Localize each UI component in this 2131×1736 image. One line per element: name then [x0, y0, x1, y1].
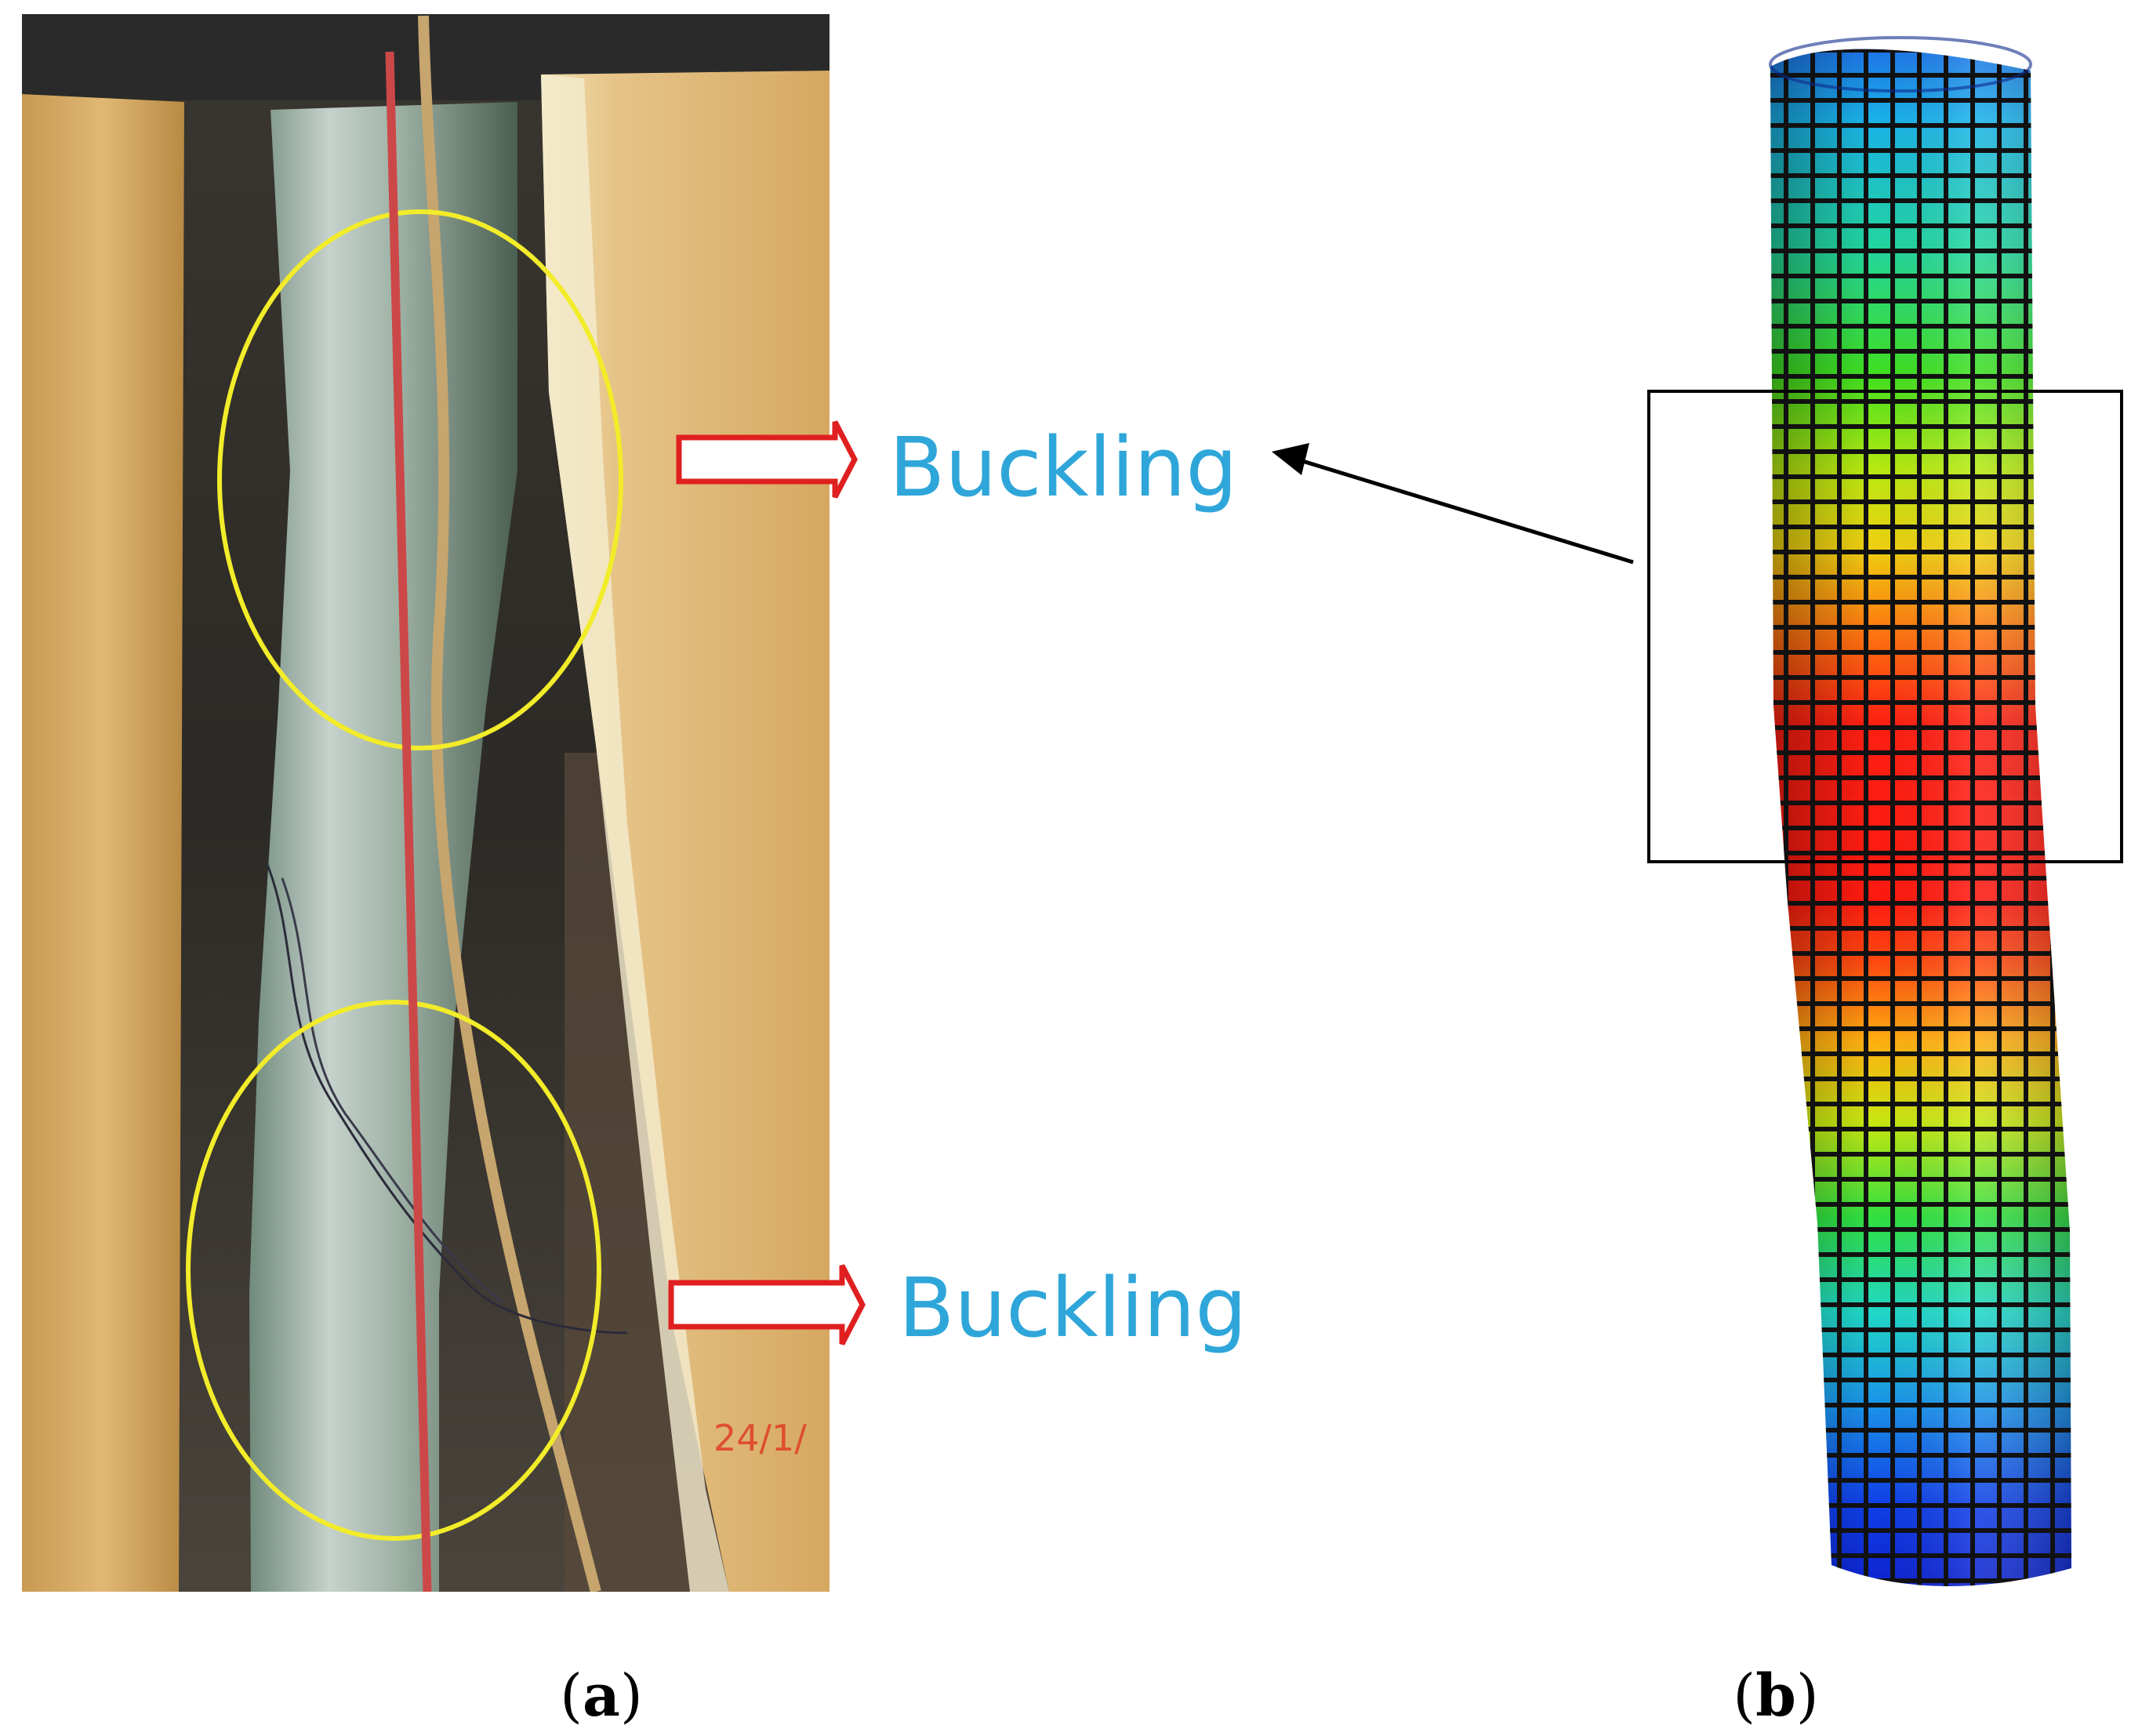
left-wood-beam [22, 94, 184, 1592]
panel-label-b: (b) [1733, 1662, 1819, 1730]
callout-buckling-upper: Buckling [676, 419, 1237, 515]
fe-mesh-grid [1770, 49, 2071, 1587]
photo-date-stamp: 24/1/ [713, 1417, 807, 1459]
buckling-label-upper: Buckling [889, 419, 1237, 515]
gfrp-tube-specimen [249, 102, 517, 1592]
buckling-zone-ellipse-upper [217, 209, 623, 750]
zoom-arrow-line [1291, 456, 1634, 565]
panel-b-fe-model [1272, 36, 2123, 1587]
vertical-reference-line [385, 51, 432, 1592]
panel-label-a: (a) [560, 1662, 643, 1730]
callout-arrow-upper [676, 420, 858, 499]
zoom-arrow-head [1272, 443, 1309, 475]
callout-arrow-lower [668, 1264, 866, 1346]
right-wood-beam-edge [541, 74, 729, 1592]
callout-buckling-lower: Buckling [668, 1260, 1247, 1356]
strain-gauge-wire [265, 862, 628, 1335]
strain-gauge-wire-2 [281, 877, 503, 1303]
panel-a-photograph: 24/1/ [22, 14, 830, 1592]
buckling-zone-ellipse-lower [186, 1000, 601, 1541]
region-of-interest-box [1647, 390, 2123, 863]
fe-top-rim [1769, 36, 2032, 93]
buckling-label-lower: Buckling [899, 1260, 1247, 1356]
